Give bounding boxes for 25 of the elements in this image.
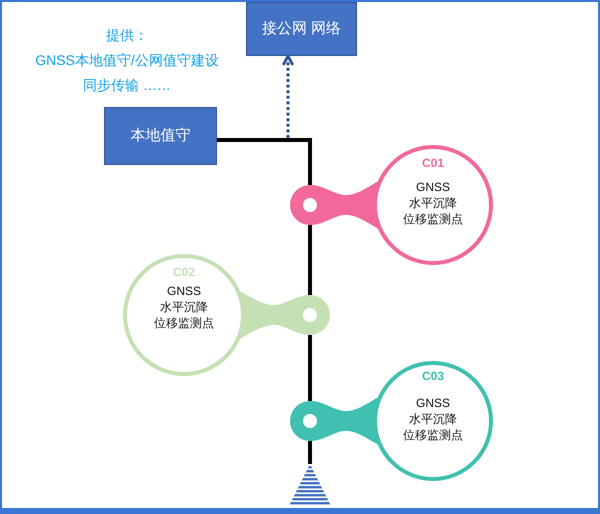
connector-line: [308, 225, 312, 295]
node-text: GNSS: [416, 179, 450, 195]
connector-line: [217, 138, 312, 185]
node-text: 位移监测点: [403, 427, 463, 443]
node-text: 本地值守: [130, 127, 190, 145]
intro-text: 提供：: [106, 26, 148, 45]
dotted-arrow: [282, 54, 294, 138]
intro-text: GNSS本地值守/公网值守建设: [35, 51, 219, 70]
striped-triangle: [289, 464, 331, 506]
node-text: 位移监测点: [154, 315, 214, 331]
process-box: [246, 2, 357, 56]
connector-line: [308, 335, 312, 401]
node-text: 水平沉降: [160, 299, 208, 315]
node-text: 水平沉降: [409, 195, 457, 211]
point-id-label: C01: [422, 156, 444, 170]
point-id-label: C03: [422, 369, 444, 383]
intro-text: 同步传输 ……: [83, 76, 171, 95]
node-text: 接公网 网络: [262, 20, 342, 38]
node-text: 水平沉降: [409, 411, 457, 427]
node-text: 位移监测点: [403, 211, 463, 227]
point-id-label: C02: [172, 265, 195, 279]
process-box: [104, 107, 217, 165]
node-text: GNSS: [416, 395, 450, 411]
connector-line: [308, 441, 312, 464]
node-text: GNSS: [166, 283, 201, 299]
